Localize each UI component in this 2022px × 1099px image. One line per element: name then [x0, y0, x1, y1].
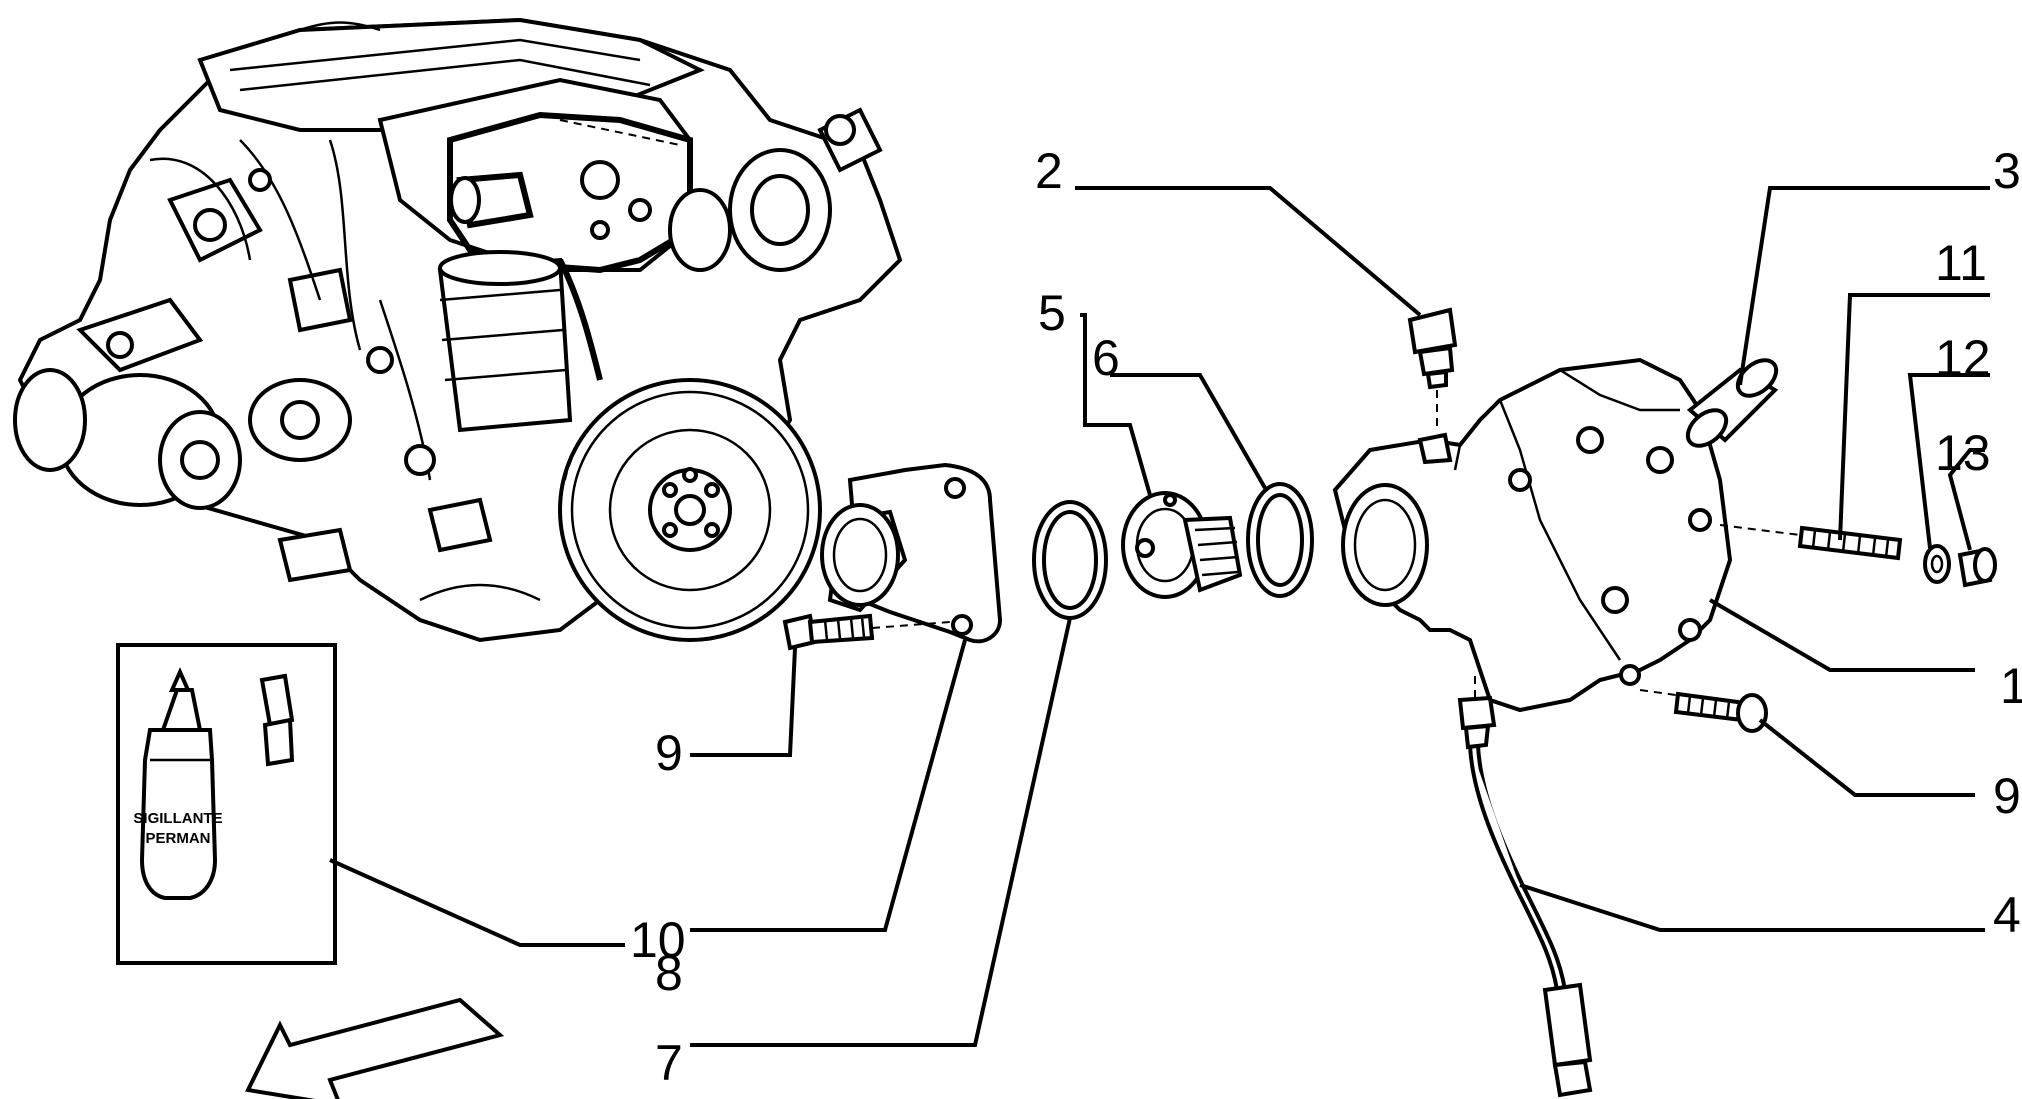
part-11-stud	[1719, 524, 1903, 561]
leader-lines	[329, 186, 1990, 1047]
sealant-bottle	[139, 728, 218, 900]
callout-10: 10	[630, 912, 686, 968]
callout-4: 4	[1993, 887, 2021, 943]
part-9-bolt-left	[782, 613, 951, 651]
callout-7: 7	[655, 1035, 683, 1091]
callout-labels: 1 2 3 4 5 6 7 8 9 9 10 11 12 13	[630, 143, 2022, 1091]
leader-12	[1907, 373, 1990, 549]
leader-13	[1947, 448, 1985, 551]
leader-7	[690, 617, 1072, 1047]
callout-5: 5	[1038, 285, 1066, 341]
part-10-sealant-kit: SIGILLANTE PERMAN	[116, 643, 337, 965]
engine-assembly-illustration	[13, 17, 903, 643]
leader-4	[1519, 883, 1985, 932]
sealant-label-line1: SIGILLANTE	[133, 810, 222, 827]
leader-9-left	[690, 647, 797, 757]
leader-10	[329, 858, 625, 947]
callout-9-left: 9	[655, 725, 683, 781]
leader-9-right	[1758, 718, 1975, 797]
part-9-bolt-right	[1639, 689, 1768, 733]
callout-9-right: 9	[1993, 768, 2021, 824]
callout-11: 11	[1935, 235, 1987, 291]
leader-3	[1738, 186, 1990, 386]
callout-6: 6	[1092, 330, 1120, 386]
callout-1: 1	[2000, 658, 2022, 714]
callout-2: 2	[1035, 143, 1063, 199]
leader-1	[1708, 598, 1975, 672]
leader-2	[1075, 186, 1422, 317]
callout-8: 8	[655, 945, 683, 1001]
callout-3: 3	[1993, 143, 2021, 199]
part-3-pipe-sleeve	[1685, 358, 1779, 448]
direction-arrow-icon	[245, 997, 505, 1099]
part-13-nut	[1957, 547, 1997, 588]
leader-6	[1110, 373, 1267, 489]
leader-5	[1080, 313, 1152, 496]
leader-8	[690, 639, 967, 932]
part-7-gasket-ring	[1032, 500, 1108, 620]
part-4-sensor-with-cable	[1457, 676, 1593, 1098]
part-6-thermostat	[1121, 491, 1243, 599]
part-12-washer	[1923, 544, 1951, 584]
callout-12: 12	[1935, 330, 1991, 386]
part-5-seal-ring	[1246, 482, 1314, 598]
part-2-temperature-sender	[1407, 307, 1458, 430]
leader-11	[1838, 293, 1990, 541]
part-8-coolant-outlet-fitting	[820, 462, 1003, 644]
part-1-thermostat-housing	[1332, 357, 1733, 713]
callout-13: 13	[1935, 425, 1991, 481]
sealant-label-line2: PERMAN	[145, 830, 210, 847]
